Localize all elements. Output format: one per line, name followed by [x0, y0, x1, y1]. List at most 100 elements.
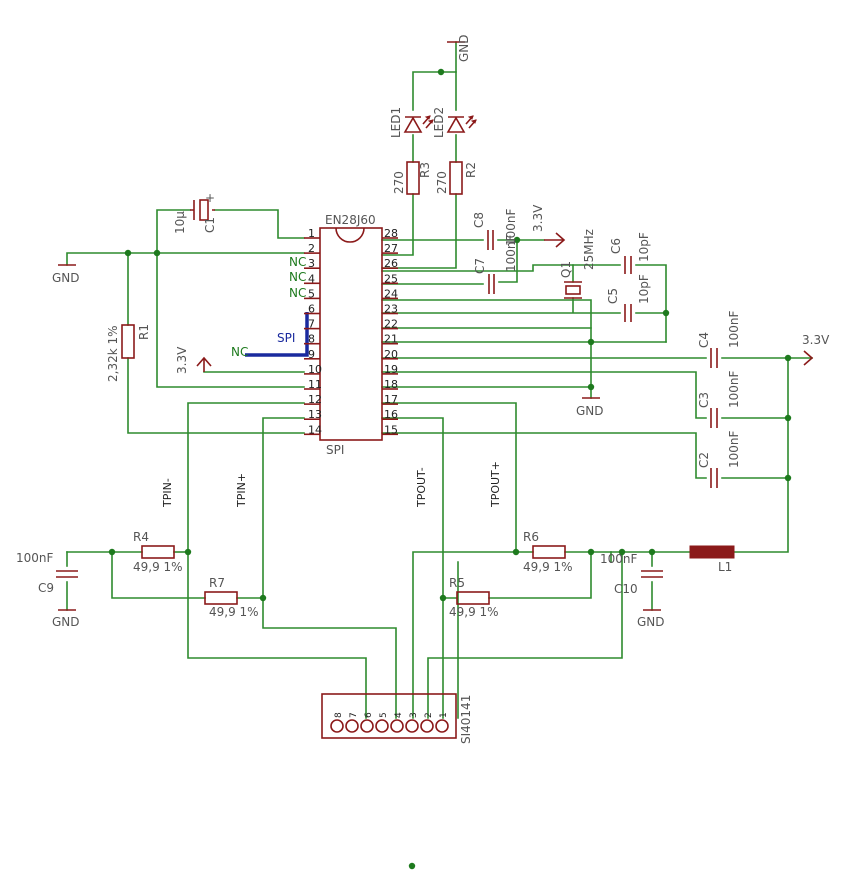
capacitor-c1: + 10µ C1 — [173, 191, 217, 234]
capacitor-c4: C4 100nF — [697, 310, 741, 368]
gnd-label-c10: GND — [637, 615, 665, 629]
capacitor-c5: C5 10pF — [606, 274, 651, 322]
ic-pin-number: 6 — [308, 303, 315, 316]
connector-pin-number: 1 — [439, 712, 449, 718]
c9-value: 100nF — [16, 551, 54, 565]
resistor-r7: R7 49,9 1% — [204, 576, 259, 619]
net-tpout-minus: TPOUT- — [415, 467, 428, 508]
resistor-r5: R5 49,9 1% — [449, 576, 499, 619]
led1: LED1 — [389, 107, 434, 138]
ic-pin-number: 28 — [384, 227, 398, 240]
resistor-r3: 270 R3 — [392, 161, 432, 195]
gnd-label-mid: GND — [576, 404, 604, 418]
connector-pin-number: 2 — [424, 712, 434, 718]
capacitor-c7: C7 100nF — [473, 234, 518, 294]
c3-name: C3 — [697, 392, 711, 408]
ic-pin-number: 19 — [384, 363, 398, 376]
connector-pin-number: 3 — [409, 712, 419, 718]
connector-pin — [435, 719, 449, 733]
wires — [66, 41, 813, 719]
led2-name: LED2 — [432, 107, 446, 138]
net-tpout-plus: TPOUT+ — [489, 461, 502, 508]
c4-value: 100nF — [727, 310, 741, 348]
inductor-l1: L1 — [689, 545, 735, 574]
connector-pin — [390, 719, 404, 733]
connector-name: SI40141 — [459, 695, 473, 744]
gnd-symbol-left: GND — [52, 264, 80, 285]
r6-value: 49,9 1% — [523, 560, 573, 574]
c2-value: 100nF — [727, 430, 741, 468]
c8-name: C8 — [472, 212, 486, 228]
r6-name: R6 — [523, 530, 539, 544]
net-tpin-minus: TPIN- — [161, 478, 174, 508]
spi-bus-label: SPI — [277, 331, 295, 345]
gnd-symbol-top: GND — [447, 34, 471, 62]
net-tpin-plus: TPIN+ — [235, 473, 248, 508]
resistor-r2: 270 R2 — [435, 161, 478, 195]
connector-pin-number: 6 — [364, 712, 374, 718]
connector-pin — [375, 719, 389, 733]
r5-name: R5 — [449, 576, 465, 590]
v33-label-top: 3.3V — [531, 204, 545, 232]
connector-pin — [345, 719, 359, 733]
ic-pin-number: 8 — [308, 333, 315, 346]
c10-value: 100nF — [600, 552, 638, 566]
connector-pin-number: 4 — [394, 712, 404, 718]
ic-pin-number: 26 — [384, 257, 398, 270]
ic-pin-number: 5 — [308, 287, 315, 300]
connector-pin — [405, 719, 419, 733]
v33-symbol-left: 3.3V — [175, 346, 212, 374]
ic-pin-number: 10 — [308, 363, 322, 376]
v33-label-right: 3.3V — [802, 333, 830, 347]
gnd-symbol-c10: GND — [637, 609, 665, 629]
crystal-q1: Q1 25MHz — [559, 229, 596, 299]
connector-pin — [330, 719, 344, 733]
capacitor-c3: C3 100nF — [697, 370, 741, 428]
r1-name: R1 — [137, 324, 151, 340]
junctions — [108, 68, 792, 870]
r3-value: 270 — [392, 171, 406, 194]
ic-pin-number: 20 — [384, 348, 398, 361]
gnd-symbol-mid: GND — [576, 397, 604, 418]
capacitor-c10: 100nF C10 — [600, 552, 663, 596]
r2-name: R2 — [464, 162, 478, 178]
r2-value: 270 — [435, 171, 449, 194]
gnd-label-top: GND — [457, 34, 471, 62]
connector-pin — [420, 719, 434, 733]
capacitor-c8: C8 100nF — [472, 208, 518, 250]
r4-name: R4 — [133, 530, 149, 544]
r3-name: R3 — [418, 162, 432, 178]
connector-pin-number: 7 — [349, 712, 359, 718]
c4-name: C4 — [697, 332, 711, 348]
c1-name: C1 — [203, 217, 217, 233]
r1-value: 2,32k 1% — [106, 325, 120, 382]
ic-pin-number: 16 — [384, 408, 398, 421]
ic-pin-number: 17 — [384, 393, 398, 406]
ic-pin-number: 21 — [384, 333, 398, 346]
capacitor-c2: C2 100nF — [697, 430, 741, 488]
c8-value: 100nF — [504, 208, 518, 246]
l1-name: L1 — [718, 560, 732, 574]
ic-pin-number: 9 — [308, 348, 315, 361]
ic-pin-number: 25 — [384, 272, 398, 285]
ic-pin-number: 13 — [308, 408, 322, 421]
c10-name: C10 — [614, 582, 638, 596]
c1-plus: + — [205, 191, 215, 205]
ic-bottom-label: SPI — [326, 443, 344, 457]
r4-value: 49,9 1% — [133, 560, 183, 574]
q1-value: 25MHz — [582, 229, 596, 270]
ic-pin-number: 12 — [308, 393, 322, 406]
resistor-r1: 2,32k 1% R1 — [106, 324, 151, 382]
c3-value: 100nF — [727, 370, 741, 408]
ic-pin-number: 23 — [384, 303, 398, 316]
capacitor-c6: C6 10pF — [609, 232, 651, 274]
ic-name: EN28J60 — [325, 213, 376, 227]
led2: LED2 — [432, 107, 477, 138]
gnd-symbol-c9: GND — [52, 609, 80, 629]
spi-bus — [245, 312, 309, 357]
c5-value: 10pF — [637, 274, 651, 304]
ic-pin-number: 7 — [308, 318, 315, 331]
c7-value: 100nF — [504, 234, 518, 272]
r7-name: R7 — [209, 576, 225, 590]
